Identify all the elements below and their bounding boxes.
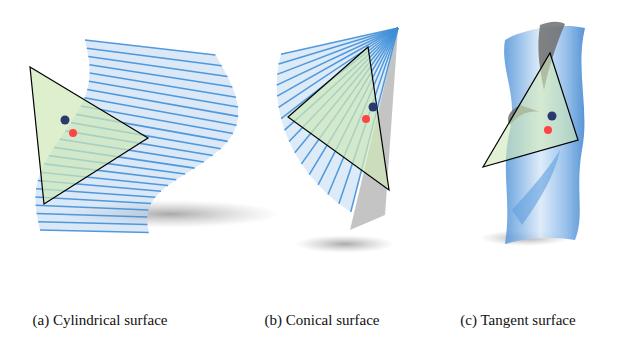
dot	[544, 126, 552, 134]
dot	[369, 103, 378, 112]
figure-caption: (a) Cylindrical surface	[33, 312, 168, 329]
ruling-line	[87, 48, 222, 66]
figure-caption: (b) Conical surface	[265, 312, 380, 329]
triangle	[483, 53, 578, 167]
triangle	[288, 47, 389, 190]
ruling-line	[36, 205, 149, 210]
dot	[69, 129, 77, 137]
ruling-line	[85, 40, 216, 55]
shadow	[295, 235, 395, 253]
dot	[548, 112, 557, 121]
ruling-line	[40, 230, 149, 233]
ruling-line	[37, 213, 148, 217]
ruling-line	[38, 222, 147, 225]
triangle	[30, 67, 148, 204]
dot	[362, 115, 370, 123]
conical-surface	[277, 28, 398, 230]
dot	[61, 116, 70, 125]
figure-caption: (c) Tangent surface	[460, 312, 575, 329]
ruling-line	[88, 57, 227, 77]
